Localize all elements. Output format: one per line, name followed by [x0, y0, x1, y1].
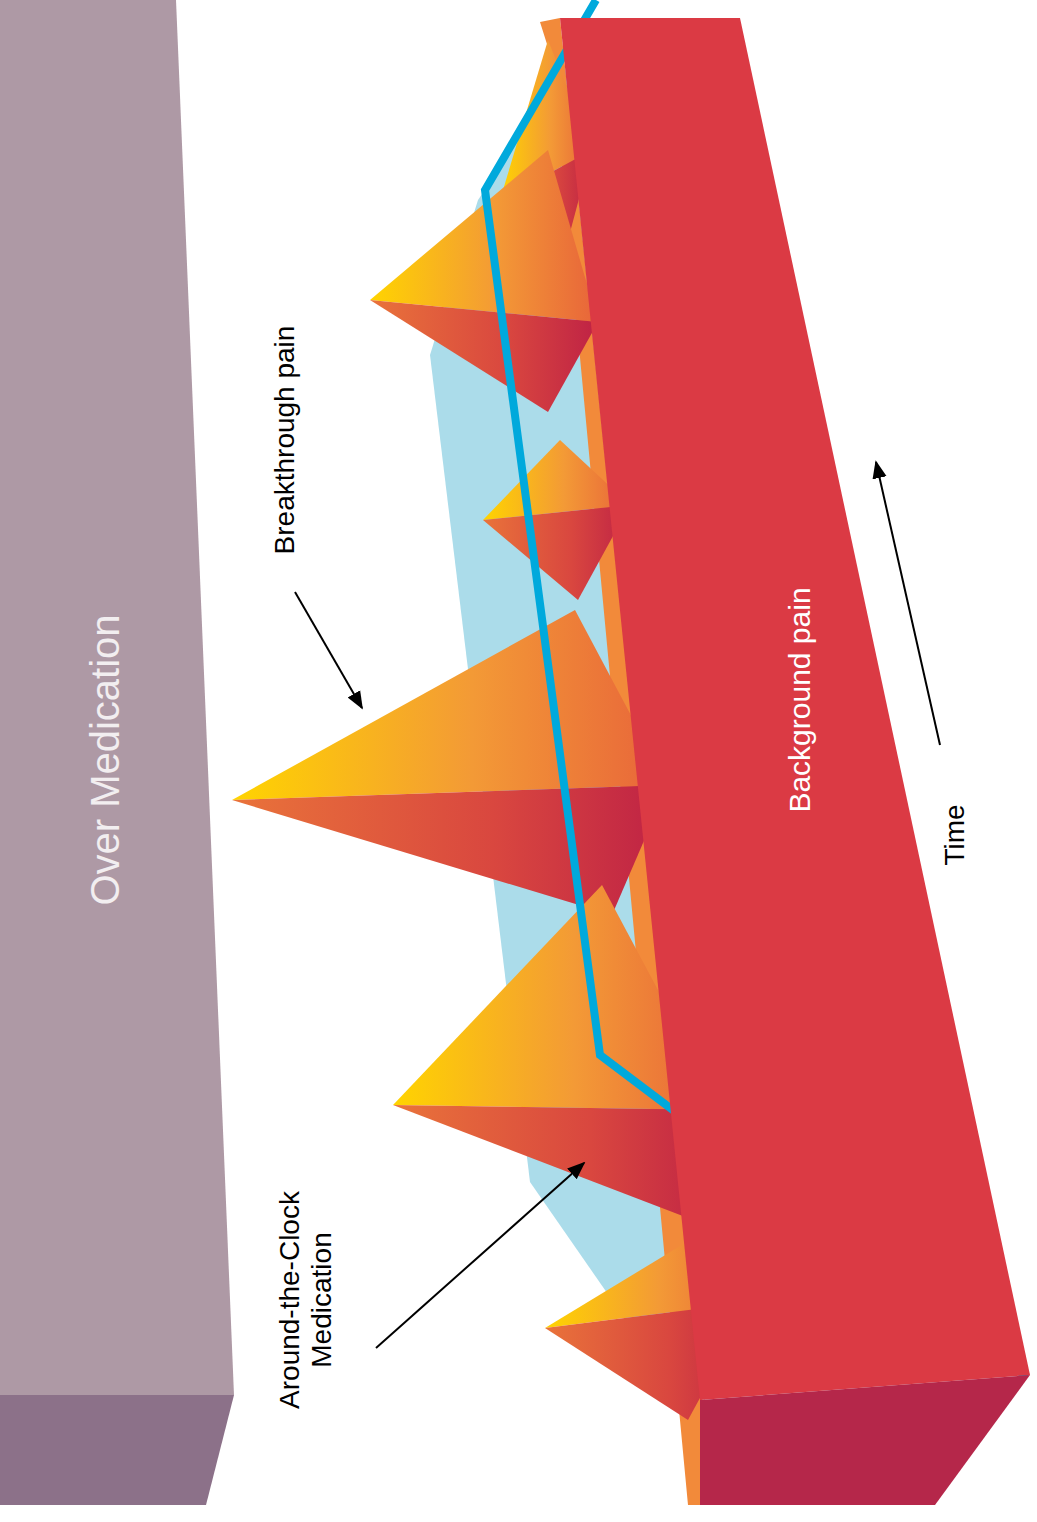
shape-face [0, 0, 234, 1395]
node-text: Background pain [783, 587, 818, 812]
shape-face [700, 1375, 1030, 1505]
spike-label: Breakthrough pain [269, 326, 301, 555]
medication-label: Around-the-Clock Medication [274, 1175, 338, 1425]
axis-label: Time [939, 804, 971, 865]
over-medication-band: Over Medication [0, 0, 240, 1512]
leader-arrow [295, 592, 362, 708]
shape-face [560, 18, 1030, 1400]
background-pain-bar: Background pain [540, 15, 1037, 1512]
leader-arrow [376, 1163, 584, 1348]
shape-face [0, 1395, 234, 1505]
node-text: Over Medication [82, 614, 128, 905]
